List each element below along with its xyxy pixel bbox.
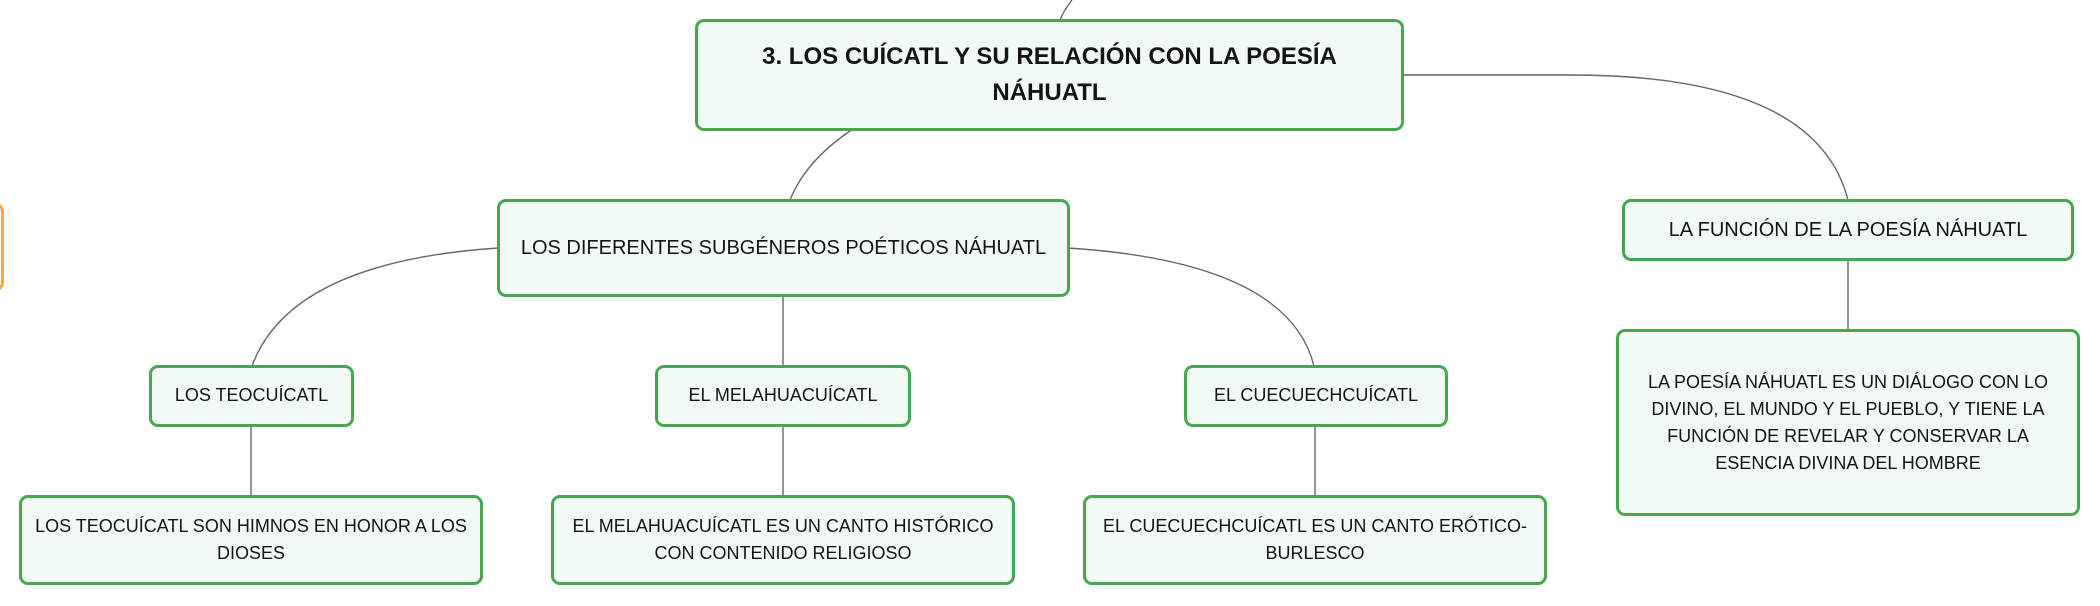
subgenero-teocuicatl[interactable]: LOS TEOCUÍCATL bbox=[149, 365, 354, 427]
main-topic[interactable]: 3. LOS CUÍCATL Y SU RELACIÓN CON LA POES… bbox=[695, 19, 1404, 131]
subtopic-funcion[interactable]: LA FUNCIÓN DE LA POESÍA NÁHUATL bbox=[1622, 199, 2074, 261]
connector-parent-to-main bbox=[1059, 0, 1073, 21]
subgenero-label: LOS TEOCUÍCATL bbox=[174, 385, 329, 406]
subtopic-funcion-label: LA FUNCIÓN DE LA POESÍA NÁHUATL bbox=[1668, 218, 2028, 241]
connector-subgeneros-to-cuecuechcuicatl bbox=[1067, 247, 1315, 367]
connector-main-to-funcion bbox=[1402, 74, 1849, 201]
detail-funcion[interactable]: LA POESÍA NÁHUATL ES UN DIÁLOGO CON LO D… bbox=[1616, 329, 2080, 516]
detail-label: LOS TEOCUÍCATL SON HIMNOS EN HONOR A LOS… bbox=[35, 516, 467, 563]
detail-label: LA POESÍA NÁHUATL ES UN DIÁLOGO CON LO D… bbox=[1647, 371, 2049, 473]
subgenero-cuecuechcuicatl[interactable]: EL CUECUECHCUÍCATL bbox=[1184, 365, 1448, 427]
subgenero-melahuacuicatl[interactable]: EL MELAHUACUÍCATL bbox=[655, 365, 911, 427]
subgenero-label: EL CUECUECHCUÍCATL bbox=[1213, 385, 1419, 406]
offscreen-topic-node[interactable] bbox=[0, 202, 4, 292]
main-topic-label: 3. LOS CUÍCATL Y SU RELACIÓN CON LA POES… bbox=[762, 43, 1337, 106]
connector-main-to-subgeneros bbox=[789, 128, 854, 201]
subtopic-subgeneros[interactable]: LOS DIFERENTES SUBGÉNEROS POÉTICOS NÁHUA… bbox=[497, 199, 1070, 297]
detail-teocuicatl[interactable]: LOS TEOCUÍCATL SON HIMNOS EN HONOR A LOS… bbox=[19, 495, 483, 585]
detail-label: EL CUECUECHCUÍCATL ES UN CANTO ERÓTICO-B… bbox=[1102, 516, 1528, 563]
subtopic-subgeneros-label: LOS DIFERENTES SUBGÉNEROS POÉTICOS NÁHUA… bbox=[520, 236, 1047, 259]
detail-label: EL MELAHUACUÍCATL ES UN CANTO HISTÓRICO … bbox=[572, 516, 994, 563]
subgenero-label: EL MELAHUACUÍCATL bbox=[688, 385, 878, 406]
detail-melahuacuicatl[interactable]: EL MELAHUACUÍCATL ES UN CANTO HISTÓRICO … bbox=[551, 495, 1015, 585]
connector-subgeneros-to-teocuicatl bbox=[251, 247, 499, 367]
detail-cuecuechcuicatl[interactable]: EL CUECUECHCUÍCATL ES UN CANTO ERÓTICO-B… bbox=[1083, 495, 1547, 585]
